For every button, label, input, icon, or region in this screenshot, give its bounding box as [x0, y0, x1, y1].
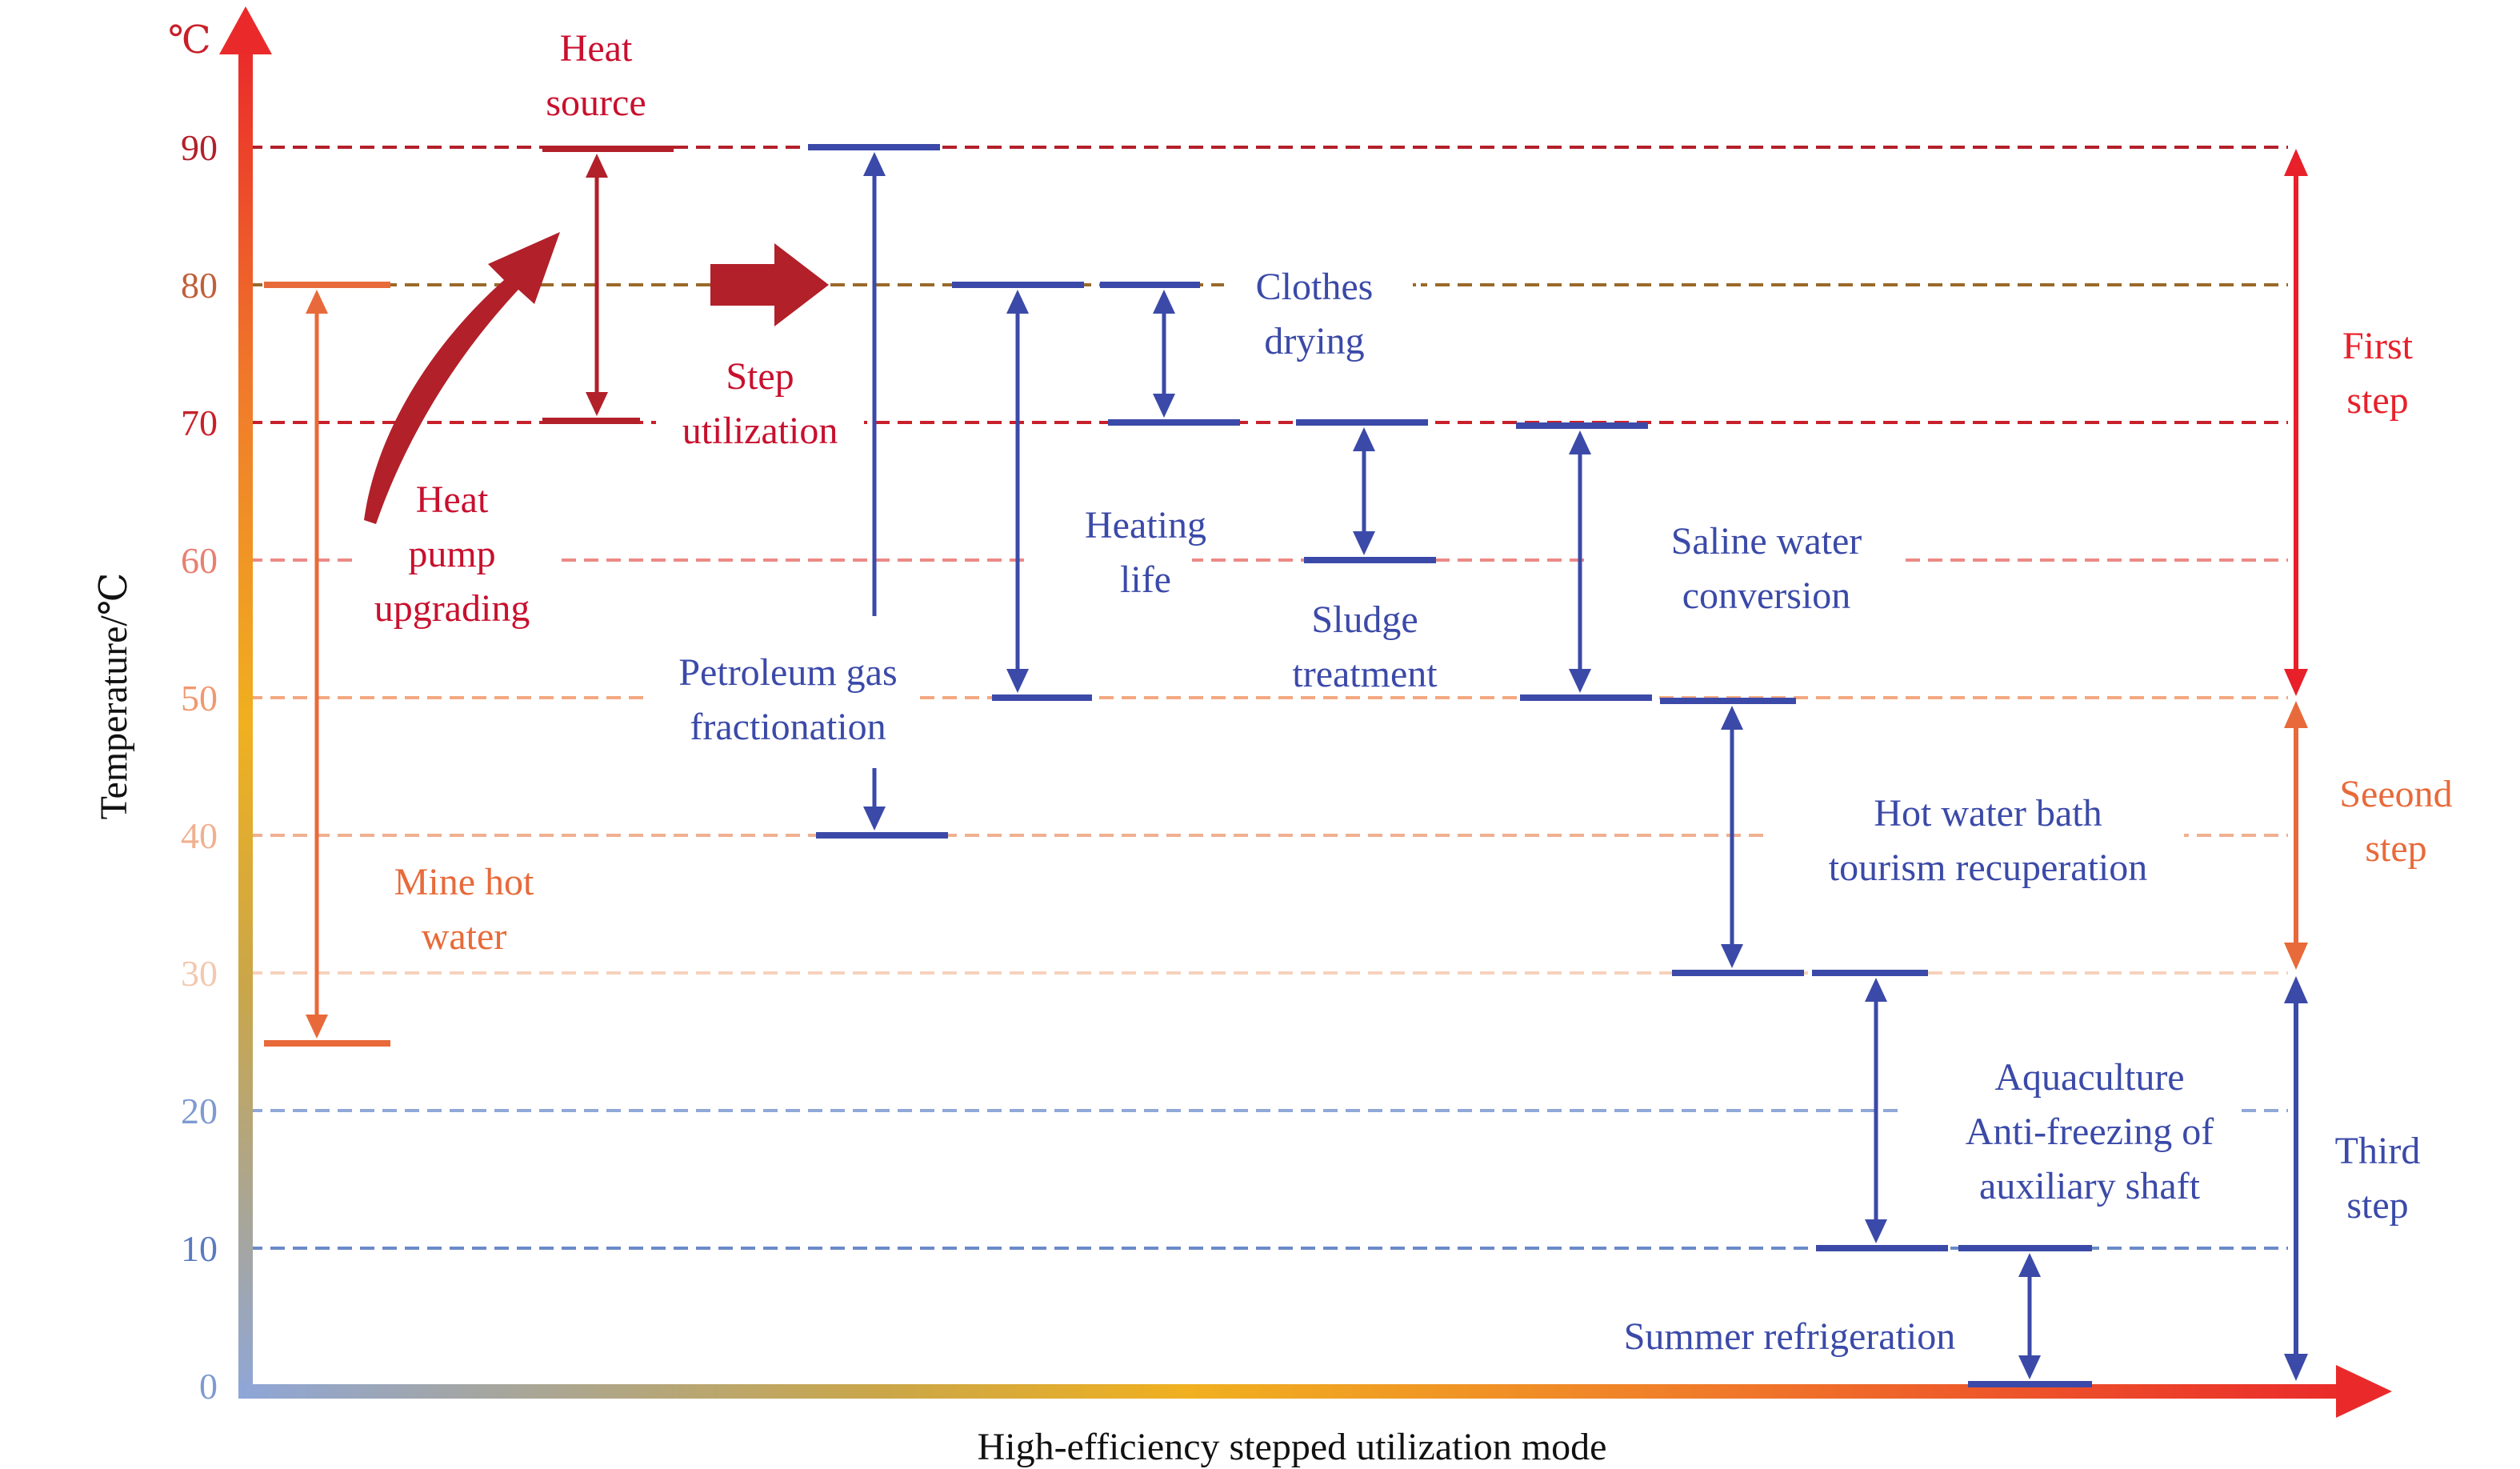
- svg-text:Saline water: Saline water: [1671, 520, 1862, 562]
- tick-label-70: 70: [181, 402, 218, 443]
- svg-text:fractionation: fractionation: [690, 706, 886, 748]
- tick-label-80: 80: [181, 265, 218, 306]
- y-unit-symbol: ℃: [168, 19, 211, 62]
- svg-text:Hot water bath: Hot water bath: [1874, 792, 2102, 835]
- svg-text:step: step: [2346, 1184, 2408, 1227]
- mine-hot-water-label: Mine hot water: [394, 861, 534, 958]
- y-tick-labels: 90 80 70 60 50 40 30 20 10 0 ℃: [168, 19, 218, 1407]
- second-step-bracket: [2284, 701, 2308, 970]
- svg-text:Heat: Heat: [416, 478, 489, 521]
- petroleum-range: [808, 144, 948, 839]
- svg-text:step: step: [2346, 379, 2408, 422]
- arrowhead: [586, 154, 608, 178]
- summer-refrigeration-range: [1958, 1245, 2092, 1387]
- petroleum-label: Petroleum gas fractionation: [678, 651, 897, 748]
- step-utilization-arrow: [710, 243, 829, 326]
- svg-text:First: First: [2342, 325, 2414, 367]
- heat-source-range: [542, 146, 674, 424]
- svg-text:Heat: Heat: [560, 27, 633, 70]
- third-step-label: Third step: [2335, 1130, 2421, 1227]
- arrowhead: [586, 392, 608, 416]
- svg-text:Step: Step: [726, 355, 794, 398]
- second-step-label: Seeond step: [2339, 773, 2452, 870]
- tick-label-30: 30: [181, 953, 218, 994]
- blue-ranges: [808, 144, 2092, 1387]
- svg-text:Heating: Heating: [1085, 504, 1206, 546]
- svg-text:tourism recuperation: tourism recuperation: [1829, 847, 2148, 889]
- svg-text:Third: Third: [2335, 1130, 2421, 1172]
- saline-label: Saline water conversion: [1671, 520, 1862, 617]
- clothes-drying-range: [1100, 282, 1240, 426]
- label-masks: [352, 256, 2456, 1352]
- tick-label-0: 0: [199, 1366, 218, 1407]
- third-step-bracket: [2284, 976, 2308, 1381]
- svg-text:drying: drying: [1264, 320, 1364, 362]
- clothes-drying-label: Clothes drying: [1256, 266, 1374, 362]
- svg-text:conversion: conversion: [1682, 574, 1851, 617]
- hot-water-bath-label: Hot water bath tourism recuperation: [1829, 792, 2148, 889]
- svg-text:Seeond: Seeond: [2339, 773, 2452, 815]
- x-axis-arrowhead: [2336, 1365, 2392, 1418]
- svg-text:auxiliary shaft: auxiliary shaft: [1979, 1165, 2201, 1207]
- svg-text:life: life: [1120, 558, 1171, 601]
- svg-text:treatment: treatment: [1292, 653, 1438, 695]
- hot-water-bath-range: [1660, 698, 1804, 976]
- aquaculture-range: [1812, 970, 1948, 1251]
- aquaculture-label: Aquaculture Anti-freezing of auxiliary s…: [1966, 1056, 2214, 1207]
- y-axis-title: Temperature/℃: [93, 573, 135, 820]
- heat-pump-label: Heat pump upgrading: [374, 478, 530, 630]
- svg-text:source: source: [546, 82, 646, 124]
- heating-life-range: [952, 282, 1092, 701]
- first-step-label: First step: [2342, 325, 2414, 422]
- sludge-label: Sludge treatment: [1292, 598, 1438, 695]
- step-utilization-label: Step utilization: [682, 355, 838, 452]
- arrowhead: [306, 1015, 328, 1039]
- heat-pump-curved-arrow: [364, 232, 560, 524]
- tick-label-60: 60: [181, 540, 218, 581]
- summer-refrigeration-label: Summer refrigeration: [1624, 1315, 1956, 1358]
- svg-text:pump: pump: [408, 533, 495, 575]
- svg-text:Mine hot: Mine hot: [394, 861, 534, 903]
- svg-text:Sludge: Sludge: [1311, 598, 1418, 641]
- heating-life-label: Heating life: [1085, 504, 1206, 601]
- tick-label-90: 90: [181, 127, 218, 168]
- svg-text:Aquaculture: Aquaculture: [1994, 1056, 2184, 1099]
- arrowhead: [306, 290, 328, 314]
- tick-label-10: 10: [181, 1228, 218, 1269]
- tick-label-50: 50: [181, 678, 218, 718]
- heat-source-label: Heat source: [546, 27, 646, 124]
- y-axis-bar: [238, 48, 253, 1399]
- saline-range: [1516, 422, 1652, 701]
- svg-text:Petroleum gas: Petroleum gas: [678, 651, 897, 694]
- svg-text:upgrading: upgrading: [374, 587, 530, 630]
- y-axis-arrowhead: [219, 6, 272, 54]
- svg-text:water: water: [422, 915, 507, 958]
- x-axis-bar: [238, 1384, 2350, 1399]
- svg-text:Anti-freezing of: Anti-freezing of: [1966, 1111, 2214, 1153]
- svg-text:utilization: utilization: [682, 410, 838, 452]
- sludge-range: [1296, 419, 1436, 563]
- x-axis-title: High-efficiency stepped utilization mode: [978, 1426, 1607, 1468]
- svg-text:step: step: [2365, 827, 2426, 870]
- mine-hot-water-range: [264, 282, 390, 1047]
- tick-label-40: 40: [181, 815, 218, 856]
- first-step-bracket: [2284, 149, 2308, 696]
- axes: [219, 6, 2392, 1418]
- tick-label-20: 20: [181, 1091, 218, 1131]
- svg-text:Clothes: Clothes: [1256, 266, 1374, 308]
